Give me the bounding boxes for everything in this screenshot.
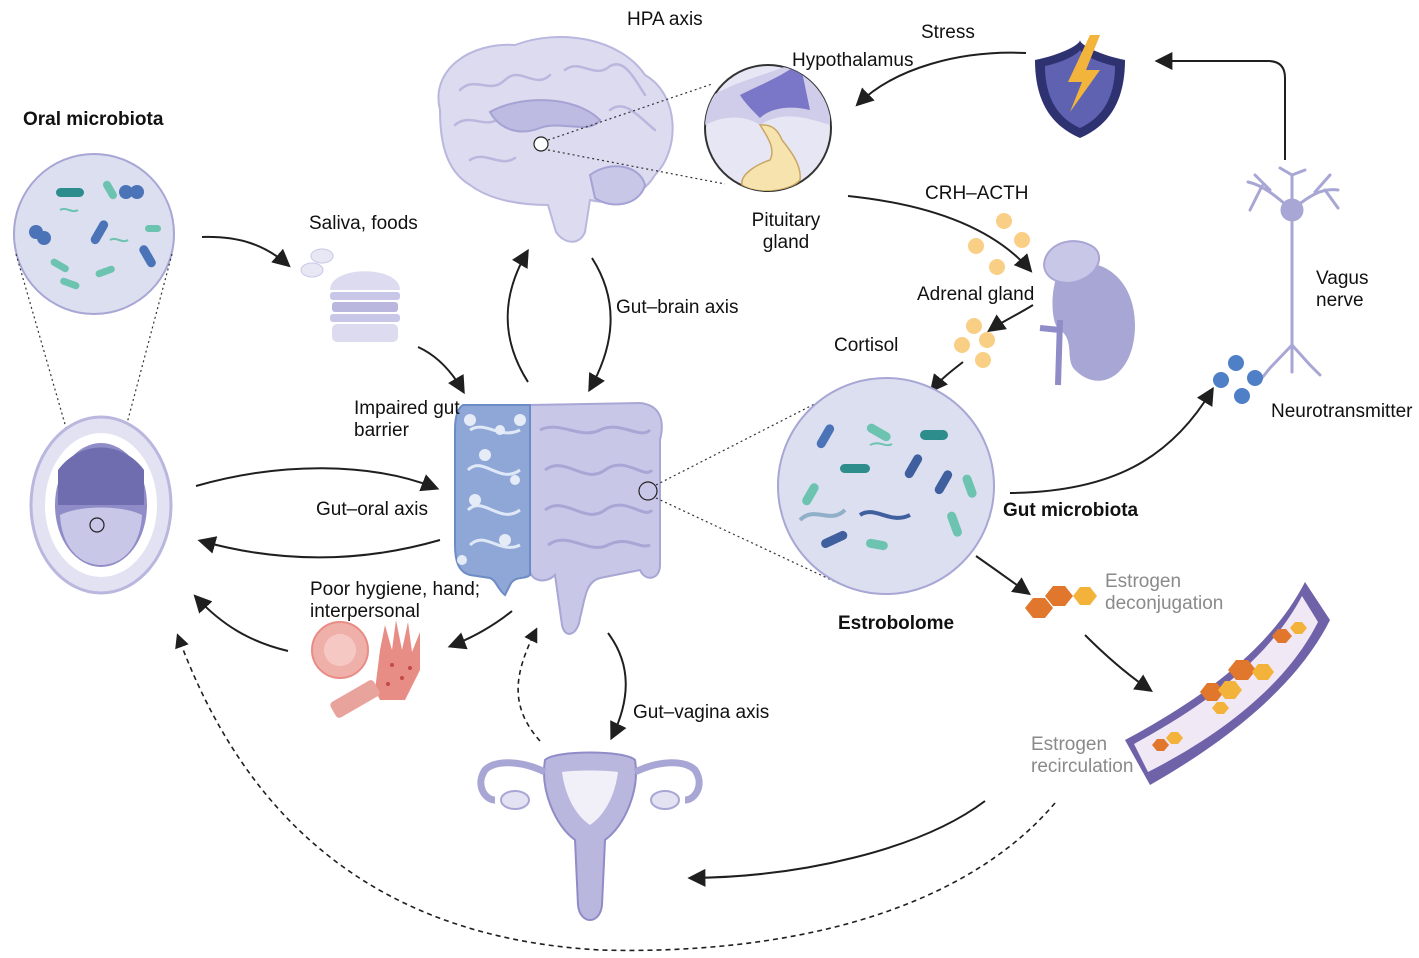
uterus-illustration <box>481 753 699 921</box>
estrogen-recirc-line-1: Estrogen <box>1031 734 1133 756</box>
pituitary-line-2: gland <box>748 232 824 254</box>
estrogen-recirc-line-2: recirculation <box>1031 756 1133 778</box>
neurotransmitter-dots <box>1213 355 1263 404</box>
arrow-hygiene-to-oral <box>196 597 288 651</box>
vagus-nerve-label: Vagus nerve <box>1316 268 1368 312</box>
impaired-gut-barrier-label: Impaired gut barrier <box>354 398 460 442</box>
poor-hygiene-line-1: Poor hygiene, hand; <box>310 579 480 601</box>
poor-hygiene-line-2: interpersonal <box>310 601 480 623</box>
impaired-line-2: barrier <box>354 420 460 442</box>
arrow-vagus-to-stress <box>1158 61 1285 160</box>
gut-vagina-axis-label: Gut–vagina axis <box>633 702 769 724</box>
hygiene-illustration <box>312 620 420 719</box>
adrenal-gland-label: Adrenal gland <box>917 284 1034 306</box>
adrenal-kidney-illustration <box>1040 241 1135 385</box>
stress-label: Stress <box>921 22 975 44</box>
hpa-axis-label: HPA axis <box>627 9 703 31</box>
arrow-adrenal-to-cortisol <box>990 305 1033 330</box>
gut-microbiota-label: Gut microbiota <box>1003 500 1138 522</box>
stress-shield-icon <box>1035 35 1125 138</box>
estrogen-deconj-line-2: deconjugation <box>1105 593 1223 615</box>
saliva-foods-label: Saliva, foods <box>309 213 418 235</box>
arrow-brain-to-gut <box>590 258 611 389</box>
vagus-line-2: nerve <box>1316 290 1368 312</box>
estrogen-recirculation-label: Estrogen recirculation <box>1031 734 1133 778</box>
mouth-illustration <box>31 417 171 593</box>
gut-microbiota-circle <box>778 378 994 594</box>
arrow-estrobolome-to-estrogen <box>976 556 1028 593</box>
arrow-recirculation-to-uterus <box>691 801 985 878</box>
neurotransmitter-label: Neurotransmitter <box>1271 401 1413 423</box>
oral-microbiota-label: Oral microbiota <box>23 109 163 131</box>
arrow-oral-to-gut <box>196 468 436 488</box>
pituitary-gland-label: Pituitary gland <box>748 210 824 254</box>
arrow-pituitary-to-adrenal <box>848 196 1030 270</box>
arrow-cortisol-to-gut-microbiota <box>932 362 963 390</box>
arrow-gut-microbiota-to-neurotransmitter <box>1010 390 1212 493</box>
arrow-estrogen-to-vessel <box>1085 635 1150 690</box>
brain-illustration <box>438 37 725 242</box>
gut-oral-axis-label: Gut–oral axis <box>316 499 428 521</box>
estrogen-deconjugation-label: Estrogen deconjugation <box>1105 571 1223 615</box>
hypothalamus-pituitary-inset <box>705 60 831 191</box>
hypothalamus-label: Hypothalamus <box>792 50 913 72</box>
arrow-gut-to-oral <box>201 540 440 557</box>
estrogen-hexagons <box>1025 586 1097 622</box>
gut-brain-axis-label: Gut–brain axis <box>616 297 739 319</box>
arrow-saliva-to-gut <box>418 347 463 391</box>
crh-acth-label: CRH–ACTH <box>925 183 1028 205</box>
arrow-gut-to-brain <box>508 252 528 382</box>
oral-microbiota-circle <box>14 154 174 314</box>
arrow-oral-to-saliva <box>202 237 288 265</box>
vagus-line-1: Vagus <box>1316 268 1368 290</box>
saliva-foods-illustration <box>301 249 400 342</box>
pituitary-line-1: Pituitary <box>748 210 824 232</box>
poor-hygiene-label: Poor hygiene, hand; interpersonal <box>310 579 480 623</box>
estrobolome-label: Estrobolome <box>838 613 954 635</box>
arrow-vagina-to-gut-dashed <box>518 630 540 741</box>
cortisol-label: Cortisol <box>834 335 898 357</box>
impaired-line-1: Impaired gut <box>354 398 460 420</box>
cortisol-dots <box>954 318 995 368</box>
arrow-gut-to-vagina <box>608 633 626 737</box>
estrogen-deconj-line-1: Estrogen <box>1105 571 1223 593</box>
